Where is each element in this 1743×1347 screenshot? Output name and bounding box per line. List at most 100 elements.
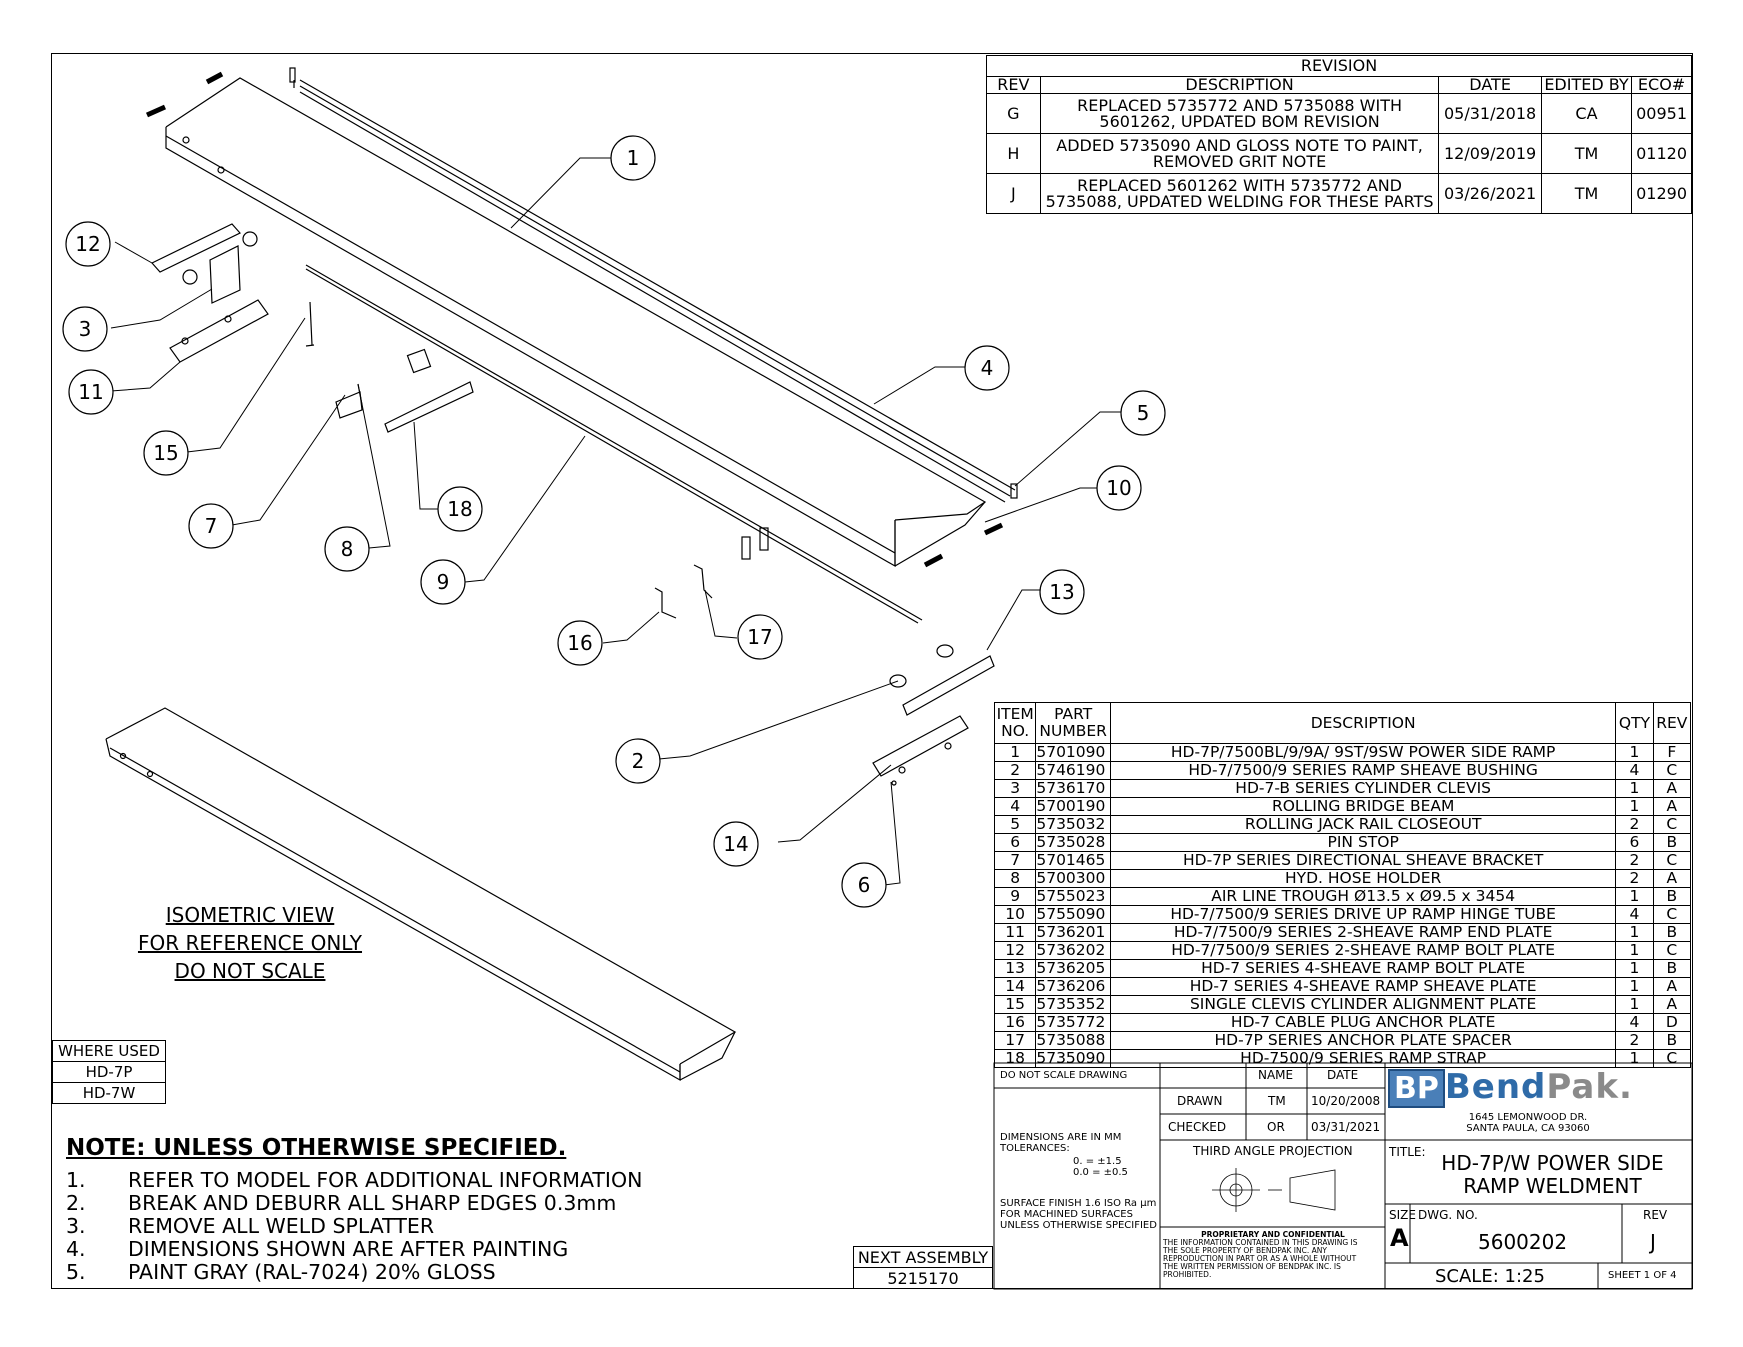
bom-cell-rev: C: [1652, 1049, 1692, 1068]
closeout-part-top: [289, 67, 296, 83]
balloon-circle: [615, 738, 661, 784]
balloon-circle: [324, 526, 370, 572]
rev-eco: 01120: [1631, 133, 1692, 174]
bom-cell-rev: A: [1652, 977, 1692, 996]
balloon-label: 17: [747, 625, 772, 649]
note-number: 5.: [66, 1260, 86, 1284]
balloon-label: 6: [858, 873, 871, 897]
bom-cell-description: ROLLING BRIDGE BEAM: [1109, 797, 1617, 816]
bom-cell-part: 5735090: [1035, 1049, 1111, 1068]
revision-title: REVISION: [986, 55, 1692, 77]
logo-pak: Pak.: [1546, 1067, 1633, 1107]
balloon-label: 16: [567, 631, 592, 655]
bom-cell-item: 16: [993, 1013, 1037, 1032]
bom-cell-rev: B: [1652, 833, 1692, 852]
dwg-no-label: DWG. NO.: [1418, 1208, 1478, 1222]
proprietary-line: THE INFORMATION CONTAINED IN THIS DRAWIN…: [1163, 1238, 1358, 1247]
bom-header-description: DESCRIPTION: [1109, 702, 1617, 744]
bom-cell-qty: 6: [1615, 833, 1654, 852]
rev-eco: 01290: [1631, 173, 1692, 214]
bom-cell-item: 7: [993, 851, 1037, 870]
drawing-border: [51, 53, 1693, 1289]
bom-header-rev: REV: [1652, 702, 1692, 744]
bom-cell-part: 5701090: [1035, 743, 1111, 762]
logo-bend: Bend: [1444, 1067, 1547, 1107]
note-item: 3.REMOVE ALL WELD SPLATTER: [66, 1214, 434, 1238]
iso-view-line: FOR REFERENCE ONLY: [137, 931, 363, 955]
rev-code: H: [986, 133, 1041, 174]
surface-line: SURFACE FINISH 1.6 ISO Ra μm: [1000, 1198, 1157, 1209]
balloon-label: 8: [341, 537, 354, 561]
balloon-label: 1: [627, 146, 640, 170]
surface-line: FOR MACHINED SURFACES: [1000, 1209, 1133, 1220]
bom-cell-description: HD-7 SERIES 4-SHEAVE RAMP BOLT PLATE: [1109, 959, 1617, 978]
hinge-tube-parts: [145, 71, 1004, 568]
address-line: SANTA PAULA, CA 93060: [1466, 1123, 1590, 1134]
drawing-title: HD-7P/W POWER SIDE RAMP WELDMENT: [1420, 1152, 1685, 1198]
bom-cell-description: HD-7/7500/9 SERIES RAMP SHEAVE BUSHING: [1109, 761, 1617, 780]
bom-cell-part: 5736205: [1035, 959, 1111, 978]
drawing-title-line: RAMP WELDMENT: [1463, 1174, 1642, 1198]
address-line: 1645 LEMONWOOD DR.: [1468, 1112, 1588, 1123]
balloon-circle: [420, 559, 466, 605]
bom-cell-item: 18: [993, 1049, 1037, 1068]
air-line-trough-part: [305, 264, 923, 624]
bom-cell-description: HYD. HOSE HOLDER: [1109, 869, 1617, 888]
bom-header-line: PART: [1054, 705, 1093, 723]
rev-header-eco: ECO#: [1631, 76, 1692, 94]
checked-label: CHECKED: [1168, 1120, 1227, 1134]
tolerances-label: TOLERANCES:: [1000, 1143, 1070, 1154]
note-item: 1.REFER TO MODEL FOR ADDITIONAL INFORMAT…: [66, 1168, 642, 1192]
checked-date: 03/31/2021: [1311, 1120, 1381, 1134]
rev-code: J: [986, 173, 1041, 214]
bom-cell-item: 15: [993, 995, 1037, 1014]
tolerance-line: 0. = ±1.5: [1073, 1156, 1122, 1167]
drawing-title-line: HD-7P/W POWER SIDE: [1441, 1151, 1664, 1175]
bom-cell-rev: A: [1652, 869, 1692, 888]
balloon-circle: [1120, 390, 1166, 436]
rev-edited-by: TM: [1540, 133, 1633, 174]
bom-cell-item: 9: [993, 887, 1037, 906]
rev-date: 12/09/2019: [1438, 133, 1542, 174]
balloon-label: 7: [205, 514, 218, 538]
note-text: BREAK AND DEBURR ALL SHARP EDGES 0.3mm: [128, 1191, 617, 1215]
iso-view-line: ISOMETRIC VIEW: [165, 903, 335, 927]
where-used-table: WHERE USED HD-7P HD-7W: [52, 1040, 166, 1104]
balloon-label: 13: [1049, 580, 1074, 604]
proprietary-line: THE SOLE PROPERTY OF BENDPAK INC. ANY: [1163, 1246, 1327, 1255]
balloon-label: 18: [447, 497, 472, 521]
balloon-circle: [610, 135, 656, 181]
balloon-circle: [841, 862, 887, 908]
rev-value: J: [1650, 1230, 1656, 1254]
balloon-circle: [65, 221, 111, 267]
rev-description: ADDED 5735090 AND GLOSS NOTE TO PAINT,RE…: [1039, 133, 1440, 174]
bom-cell-description: HD-7 SERIES 4-SHEAVE RAMP SHEAVE PLATE: [1109, 977, 1617, 996]
balloon-label: 2: [632, 749, 645, 773]
bom-cell-rev: C: [1652, 941, 1692, 960]
bom-cell-description: HD-7/7500/9 SERIES 2-SHEAVE RAMP END PLA…: [1109, 923, 1617, 942]
bom-cell-qty: 1: [1615, 887, 1654, 906]
next-assembly-value: 5215170: [853, 1267, 993, 1289]
dwg-no-value: 5600202: [1478, 1230, 1568, 1254]
bom-header-line: NO.: [1001, 722, 1030, 740]
note-item: 4.DIMENSIONS SHOWN ARE AFTER PAINTING: [66, 1237, 568, 1261]
bom-cell-qty: 1: [1615, 797, 1654, 816]
bom-cell-part: 5736202: [1035, 941, 1111, 960]
note-text: DIMENSIONS SHOWN ARE AFTER PAINTING: [128, 1237, 569, 1261]
bom-cell-rev: C: [1652, 851, 1692, 870]
size-value: A: [1390, 1224, 1409, 1252]
dimensions-note: DIMENSIONS ARE IN MM: [1000, 1132, 1122, 1143]
bom-cell-item: 13: [993, 959, 1037, 978]
balloon-circle: [62, 306, 108, 352]
bom-cell-item: 12: [993, 941, 1037, 960]
